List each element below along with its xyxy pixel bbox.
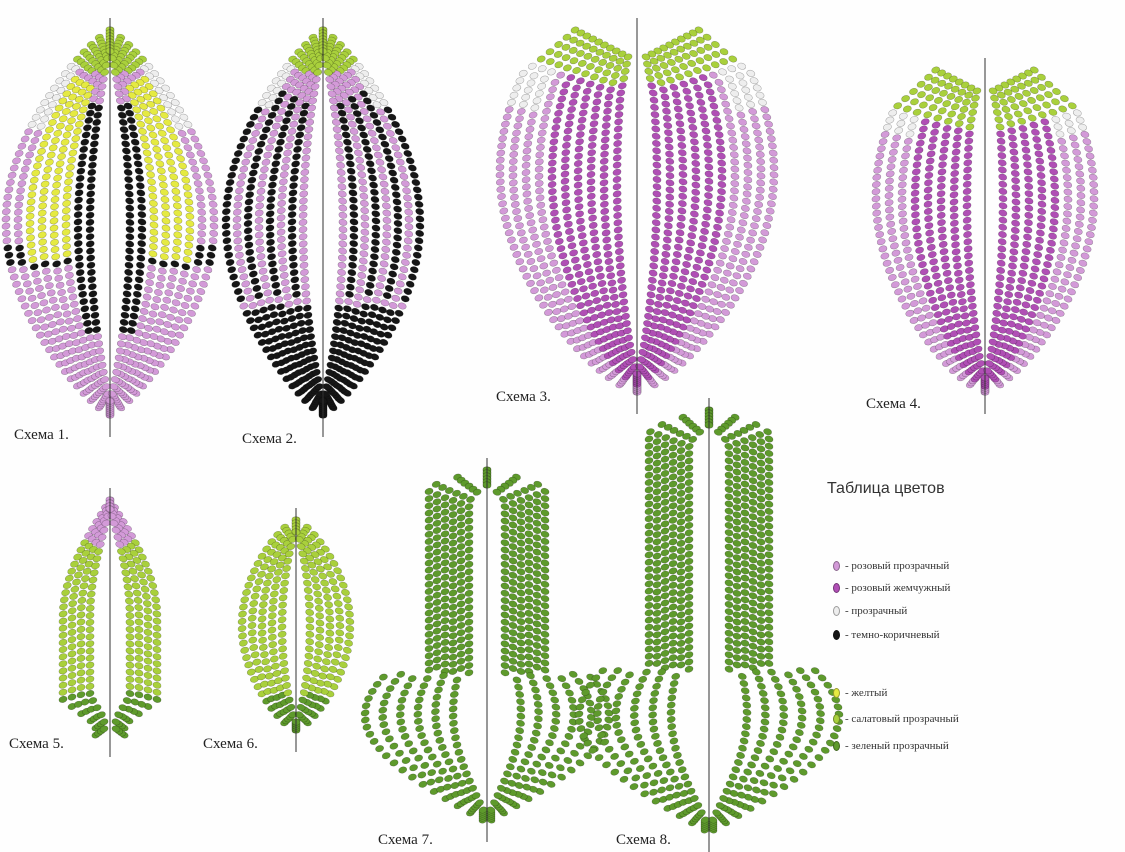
scheme-1-leaf (1, 18, 219, 437)
scheme-5-caption: Схема 5. (9, 736, 64, 753)
scheme-3-caption: Схема 3. (496, 389, 551, 406)
legend-item-light-green: - салатовый прозрачный (833, 713, 959, 725)
bead-swatch-icon (833, 688, 840, 698)
scheme-8-caption: Схема 8. (616, 832, 671, 849)
scheme-7-leaf (360, 458, 614, 842)
scheme-1-caption: Схема 1. (14, 427, 69, 444)
legend-item-green: - зеленый прозрачный (833, 740, 949, 752)
legend-item-yellow: - желтый (833, 687, 887, 699)
scheme-6-leaf (237, 508, 355, 752)
bead-swatch-icon (833, 561, 840, 571)
legend-title: Таблица цветов (827, 480, 945, 498)
bead-swatch-icon (833, 741, 840, 751)
scheme-5-leaf (58, 488, 162, 757)
scheme-2-leaf (221, 18, 425, 437)
legend-item-transparent: - прозрачный (833, 605, 907, 617)
bead-swatch-icon (833, 714, 840, 724)
scheme-2-caption: Схема 2. (242, 431, 297, 448)
bead-swatch-icon (833, 583, 840, 593)
scheme-7-caption: Схема 7. (378, 832, 433, 849)
legend-item-pink-transparent: - розовый прозрачный (833, 560, 949, 572)
scheme-4-caption: Схема 4. (866, 396, 921, 413)
legend-item-dark-brown: - темно-коричневый (833, 629, 940, 641)
legend-item-pink-pearl: - розовый жемчужный (833, 582, 950, 594)
scheme-8-leaf (574, 398, 844, 852)
scheme-3-leaf (495, 18, 779, 414)
scheme-6-caption: Схема 6. (203, 736, 258, 753)
scheme-4-leaf (871, 58, 1099, 414)
bead-swatch-icon (833, 606, 840, 616)
bead-swatch-icon (833, 630, 840, 640)
